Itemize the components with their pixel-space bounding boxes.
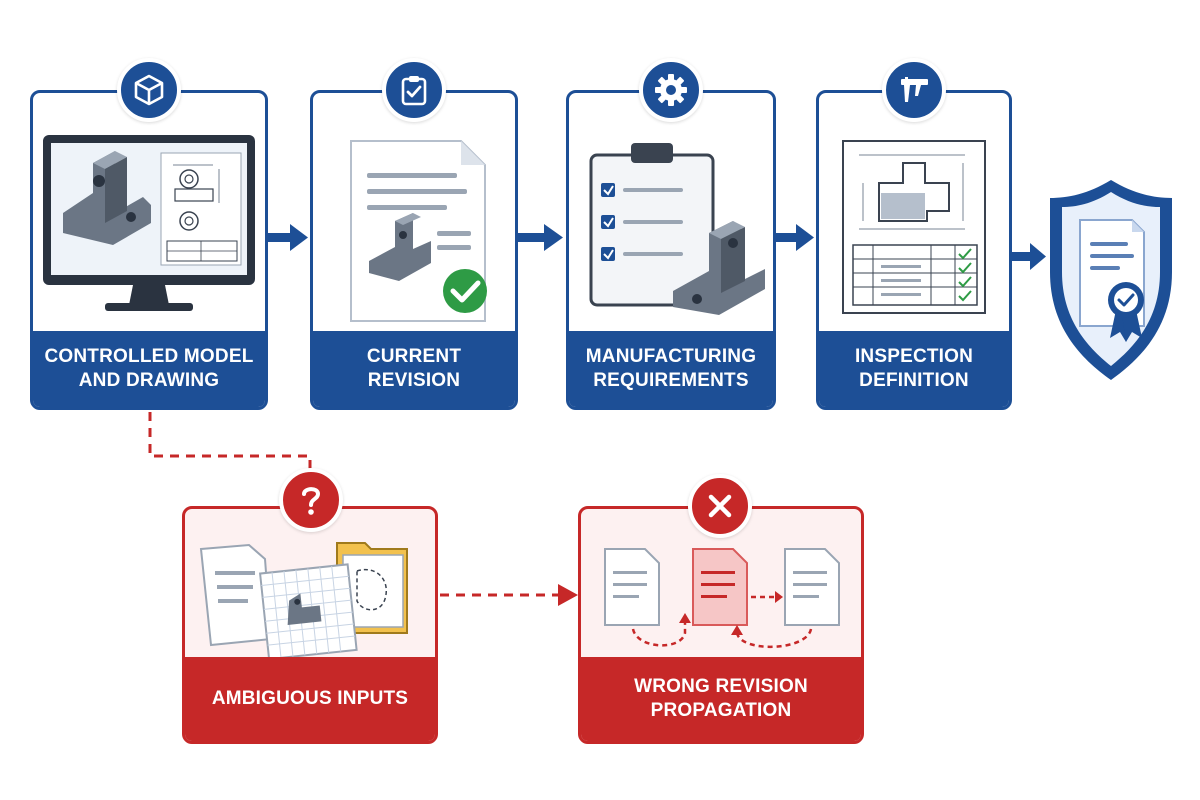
flow-arrow-3	[776, 224, 814, 251]
step-card-inspection: INSPECTION DEFINITION	[816, 90, 1012, 410]
document-revision-illustration	[350, 140, 487, 322]
caliper-icon	[882, 58, 946, 122]
step-label-manufacturing: MANUFACTURING REQUIREMENTS	[569, 331, 773, 407]
flow-arrow-4	[1012, 243, 1046, 270]
failure-card-ambiguous-inputs: AMBIGUOUS INPUTS	[182, 506, 438, 744]
step-label-inspection: INSPECTION DEFINITION	[819, 331, 1009, 407]
failure-label-ambiguous-inputs: AMBIGUOUS INPUTS	[185, 657, 435, 741]
step-card-model-drawing: CONTROLLED MODEL AND DRAWING	[30, 90, 268, 410]
question-icon	[279, 468, 343, 532]
gear-icon	[639, 58, 703, 122]
step-card-current-revision: CURRENT REVISION	[310, 90, 518, 410]
step-label-current-revision: CURRENT REVISION	[313, 331, 515, 407]
flow-arrow-1	[268, 224, 308, 251]
monitor-cad-illustration	[43, 135, 255, 311]
flow-arrow-2	[518, 224, 563, 251]
x-icon	[688, 474, 752, 538]
step-label-model-drawing: CONTROLLED MODEL AND DRAWING	[33, 331, 265, 407]
revision-propagation-illustration	[604, 548, 840, 649]
inspection-drawing-illustration	[842, 140, 986, 314]
dashed-failure-path	[148, 412, 312, 470]
clipboard-check-icon	[382, 58, 446, 122]
shield-certificate-icon	[1050, 180, 1172, 380]
clipboard-checklist-illustration	[589, 143, 765, 315]
cube-icon	[117, 58, 181, 122]
failure-card-wrong-revision: WRONG REVISION PROPAGATION	[578, 506, 864, 744]
mixed-documents-illustration	[199, 542, 408, 659]
failure-label-wrong-revision: WRONG REVISION PROPAGATION	[581, 657, 861, 741]
step-card-manufacturing: MANUFACTURING REQUIREMENTS	[566, 90, 776, 410]
